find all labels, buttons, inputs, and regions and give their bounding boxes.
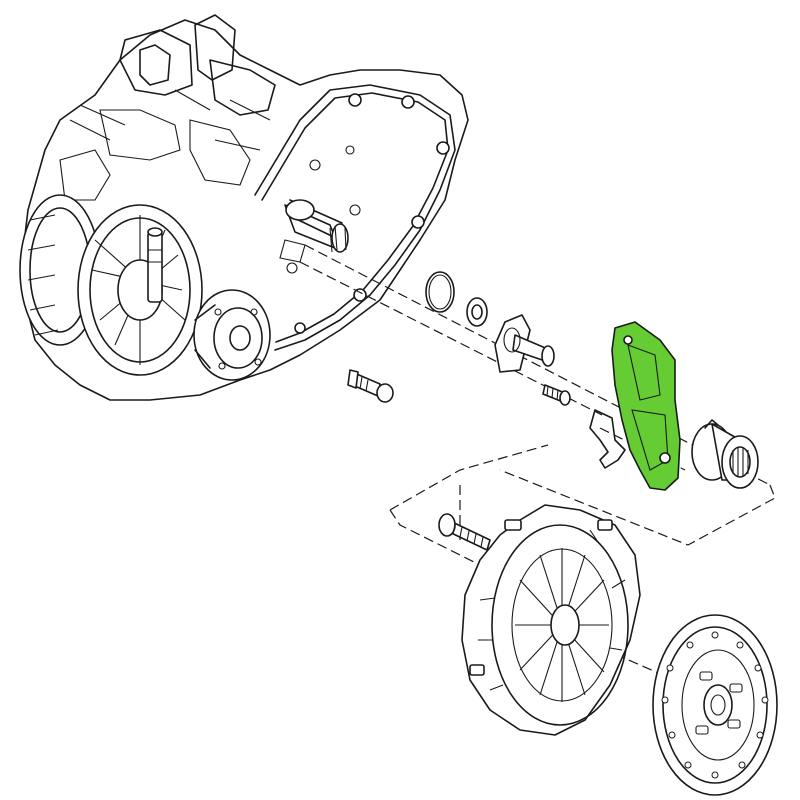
o-ring <box>425 271 455 313</box>
release-bearing <box>691 419 759 489</box>
shaft-seal <box>466 297 488 327</box>
damper-springs <box>695 671 743 735</box>
retaining-spring <box>589 409 626 469</box>
gearbox-left-end <box>19 194 271 381</box>
pressure-plate <box>461 504 641 736</box>
release-lever[interactable] <box>611 321 681 491</box>
disc-rivets <box>661 631 769 779</box>
drain-plug-bolt <box>347 369 394 403</box>
guide-sleeve <box>494 314 555 373</box>
clutch-disc <box>652 614 778 796</box>
guide-bolt <box>542 384 571 406</box>
pressure-plate-bolt <box>438 513 491 551</box>
